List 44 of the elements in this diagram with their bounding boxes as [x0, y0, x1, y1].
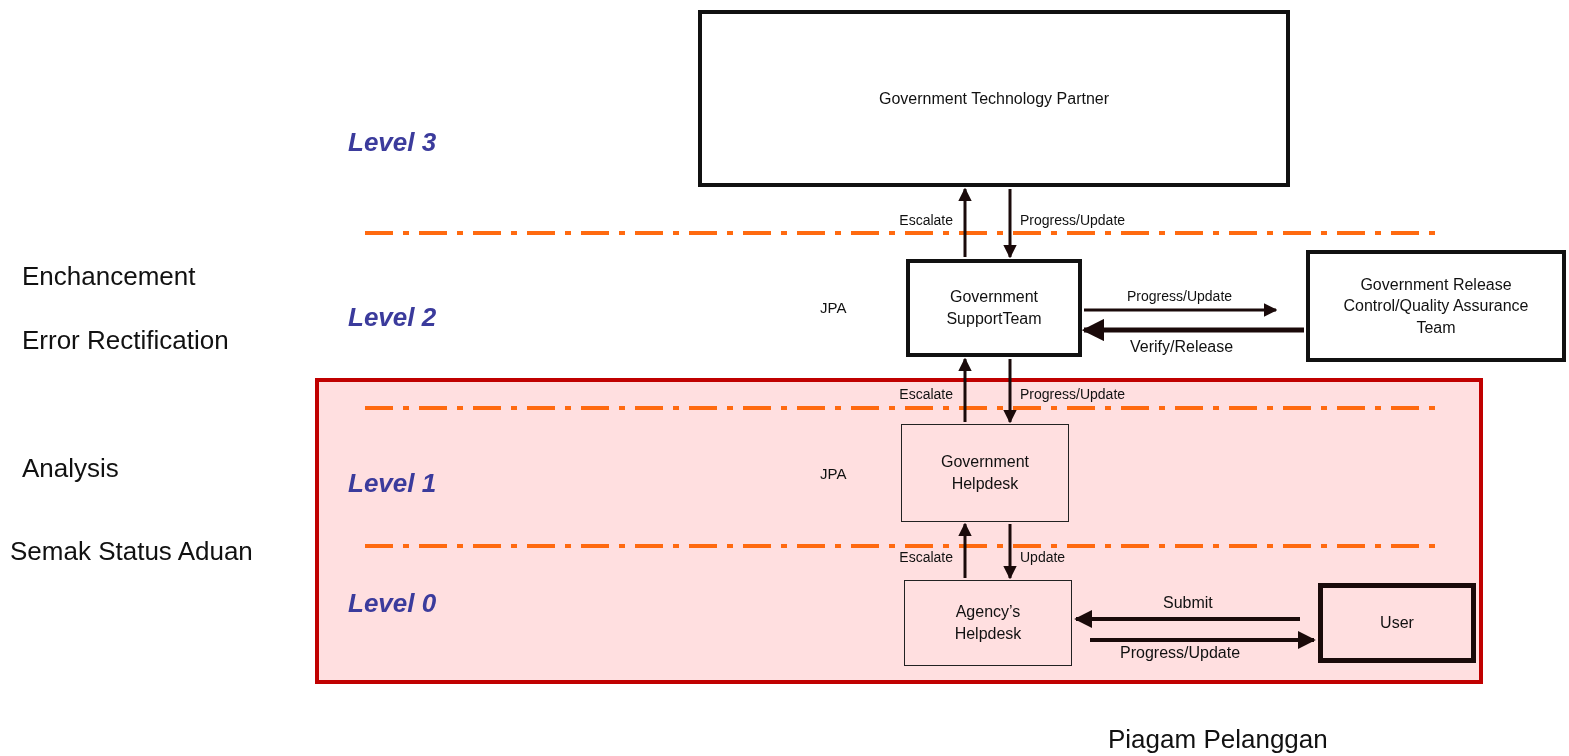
- box-label: Government Technology Partner: [878, 88, 1110, 109]
- arrow: [958, 187, 972, 257]
- edge-label: Submit: [1163, 594, 1213, 612]
- arrow: [1074, 610, 1300, 628]
- org-label: JPA: [820, 299, 847, 316]
- box-label: Agency’s Helpdesk: [953, 602, 1023, 644]
- arrow: [1090, 631, 1316, 649]
- arrow: [1003, 359, 1017, 424]
- edge-label: Progress/Update: [1127, 288, 1233, 304]
- arrow: [1003, 189, 1017, 259]
- edge-label: Update: [1020, 549, 1066, 565]
- process-box: [1318, 583, 1476, 663]
- arrow: [958, 357, 972, 422]
- process-box: [904, 580, 1072, 666]
- box-label: Government Helpdesk: [939, 452, 1030, 494]
- band-region: [315, 378, 1483, 684]
- arrow: [958, 522, 972, 578]
- edge-label: Escalate: [899, 212, 953, 228]
- edge-label: Progress/Update: [1020, 212, 1126, 228]
- edge-label: Progress/Update: [1120, 644, 1241, 662]
- side-note: Error Rectification: [22, 325, 229, 356]
- side-note: Semak Status Aduan: [10, 536, 253, 567]
- box-label: Government Release Control/Quality Assurance Team: [1342, 274, 1530, 338]
- level-label: Level 1: [348, 468, 437, 499]
- arrow: [1084, 303, 1278, 317]
- process-box: [1306, 250, 1566, 362]
- arrow: [1081, 318, 1304, 342]
- process-box: [906, 259, 1082, 357]
- edge-label: Escalate: [899, 549, 953, 565]
- side-note: Piagam Pelanggan: [1108, 724, 1328, 755]
- side-note: Analysis: [22, 453, 119, 484]
- process-box: [698, 10, 1290, 187]
- arrow: [1003, 524, 1017, 580]
- level-label: Level 3: [348, 127, 437, 158]
- org-label: JPA: [820, 465, 847, 482]
- process-box: [901, 424, 1069, 522]
- box-label: Government SupportTeam: [945, 287, 1043, 329]
- edge-label: Verify/Release: [1130, 338, 1234, 356]
- side-note: Enchancement: [22, 261, 196, 292]
- level-label: Level 2: [348, 302, 437, 333]
- box-label: User: [1380, 613, 1414, 634]
- level-label: Level 0: [348, 588, 437, 619]
- edge-label: Escalate: [899, 386, 953, 402]
- edge-label: Progress/Update: [1020, 386, 1126, 402]
